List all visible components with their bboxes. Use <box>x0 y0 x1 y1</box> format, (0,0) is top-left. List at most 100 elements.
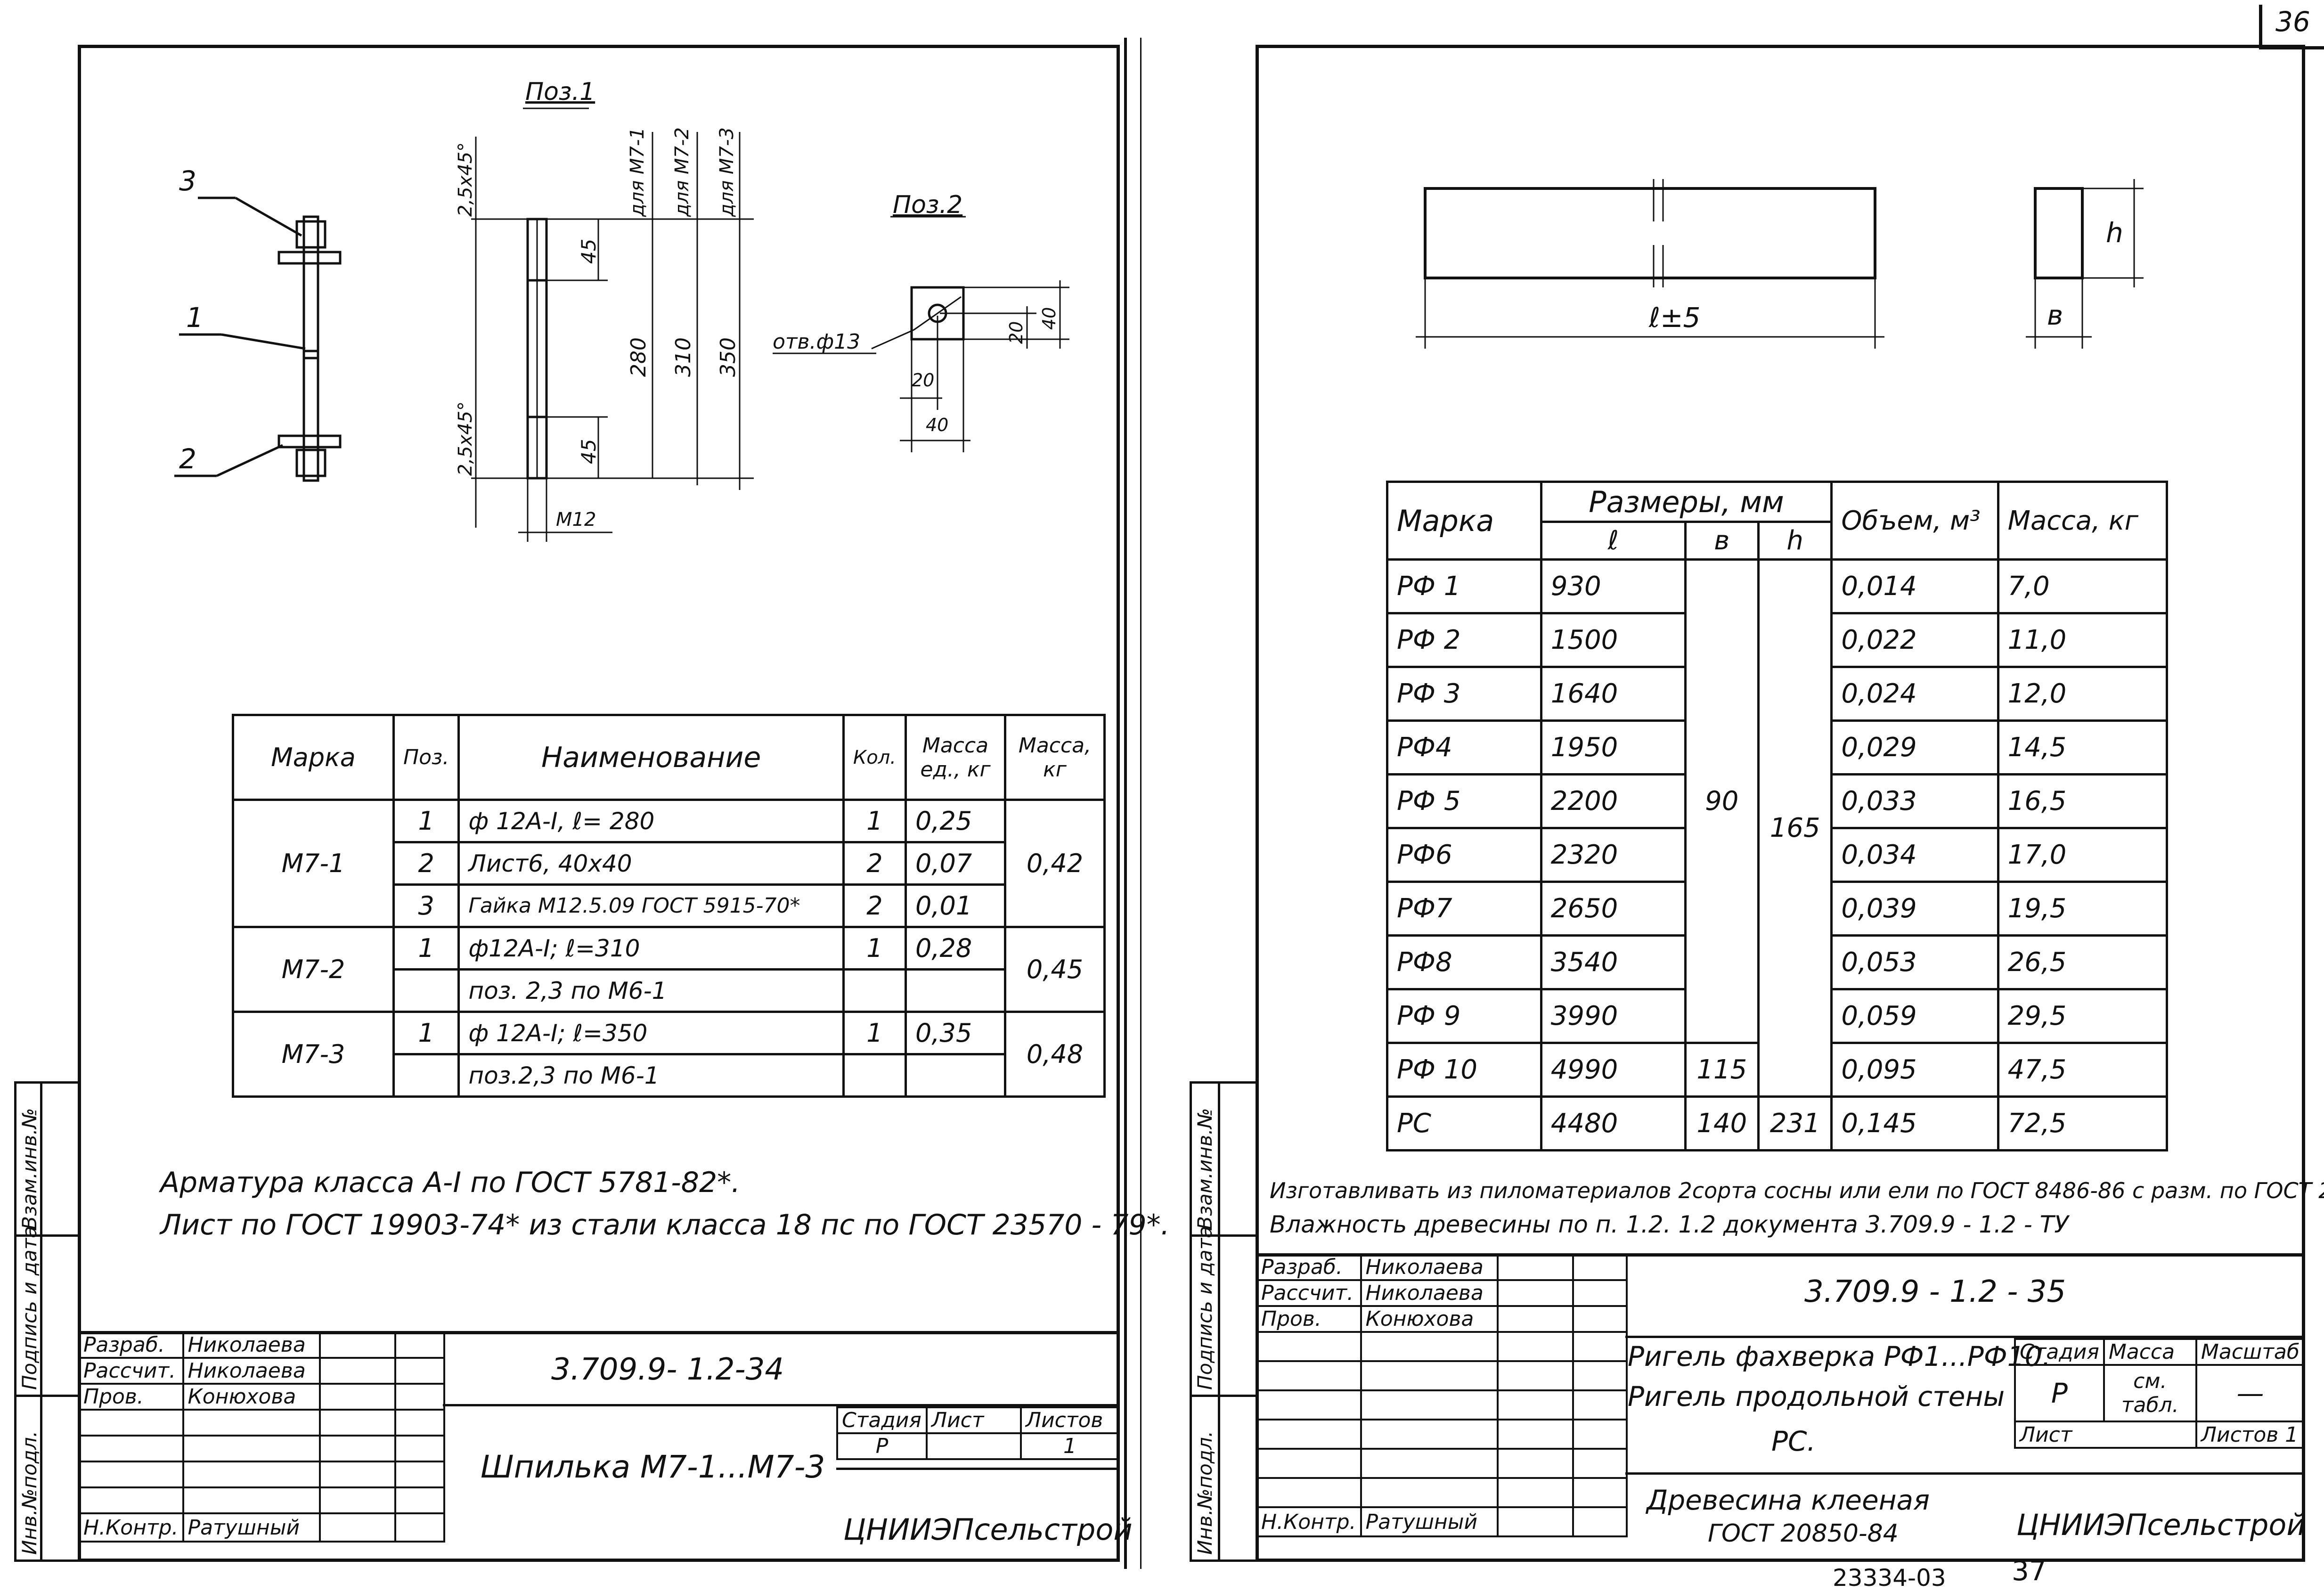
table-row: поз. 2,3 по М6-1 <box>233 968 1105 1013</box>
row-qty: 2 <box>842 883 907 928</box>
left-title-block <box>78 1331 1120 1562</box>
right-title-block <box>1256 1253 2305 1562</box>
row-qty: 2 <box>842 841 907 886</box>
stage-value: Р <box>836 1432 928 1460</box>
row-pos: 1 <box>392 1011 460 1055</box>
sheets-header: Листов 1 <box>2195 1421 2306 1449</box>
table-row: РФ 2 1500 0,022 11,0 <box>1386 612 2169 668</box>
tb-role: Разраб. <box>78 1331 184 1359</box>
row-mass: 29,5 <box>1997 988 2169 1044</box>
row-l: 1950 <box>1540 719 1687 776</box>
tb-role: Н.Контр. <box>78 1512 184 1543</box>
row-mark: РФ 9 <box>1386 988 1542 1044</box>
row-name: ф 12А-I; ℓ=350 <box>457 1011 845 1055</box>
binding-line-2 <box>1140 38 1142 1569</box>
col-b: в <box>1684 521 1760 561</box>
row-unit: 0,07 <box>905 841 1006 886</box>
left-spec-table: Марка Поз. Наименование Кол. Масса ед., … <box>232 714 1106 1098</box>
page-number-box <box>2259 5 2324 49</box>
row-mark: РФ4 <box>1386 719 1542 776</box>
row-vol: 0,024 <box>1830 666 1999 722</box>
left-note-1: Арматура класса А-I по ГОСТ 5781-82*. <box>160 1166 741 1199</box>
right-material-2: ГОСТ 20850-84 <box>1708 1519 1899 1548</box>
for-m7-2: для М7-2 <box>671 127 693 217</box>
row-mark: РФ6 <box>1386 827 1542 883</box>
right-title-roles: Разраб.Николаева Рассчит.Николаева Пров.… <box>1256 1253 1628 1537</box>
for-m7-1: для М7-1 <box>627 127 648 217</box>
right-side-label-vzam: Взам.инв.№ <box>1193 1108 1216 1230</box>
col-mark: Марка <box>1386 481 1542 561</box>
row-mark: РФ8 <box>1386 934 1542 990</box>
for-m7-3: для М7-3 <box>716 127 738 217</box>
pos1-label: Поз.1 <box>525 78 595 106</box>
footer-page: 37 <box>2012 1555 2047 1587</box>
tb-role: Рассчит. <box>1256 1279 1362 1307</box>
tb-name: Ратушный <box>1360 1506 1499 1537</box>
row-h: 231 <box>1757 1095 1833 1151</box>
stage-value: Р <box>2014 1364 2105 1422</box>
row-name: Гайка М12.5.09 ГОСТ 5915-70* <box>457 883 845 928</box>
row-mark: РФ 5 <box>1386 773 1542 829</box>
row-unit: 0,01 <box>905 883 1006 928</box>
row-l: 4990 <box>1540 1042 1687 1098</box>
row-l: 2650 <box>1540 881 1687 937</box>
row-unit <box>905 1053 1006 1098</box>
row-mark: М7-3 <box>232 1011 395 1098</box>
stage-header: Стадия <box>2014 1338 2105 1366</box>
tb-role: Н.Контр. <box>1256 1506 1362 1537</box>
right-title-1: Ригель фахверка РФ1...РФ10. <box>1628 1340 2051 1372</box>
dim-280: 280 <box>627 337 651 377</box>
row-mark: РФ 2 <box>1386 612 1542 668</box>
col-qty: Кол. <box>842 714 907 801</box>
col-l: ℓ <box>1540 521 1687 561</box>
binding-line <box>1124 38 1127 1569</box>
right-note-1: Изготавливать из пиломатериалов 2сорта с… <box>1270 1178 2324 1203</box>
row-vol: 0,039 <box>1830 881 1999 937</box>
row-pos: 1 <box>392 799 460 843</box>
left-side-strip <box>14 1081 78 1562</box>
right-side-divider <box>1218 1081 1220 1562</box>
page-number: 36 <box>2275 6 2310 38</box>
mass-value-2: табл. <box>2121 1393 2179 1417</box>
beam-b-label: в <box>2047 299 2063 331</box>
table-row: М7-2 1 ф12А-I; ℓ=310 1 0,28 0,45 <box>232 926 1106 1013</box>
beam-length-label: ℓ±5 <box>1649 302 1701 334</box>
col-mass: Масса, кг <box>1997 481 2169 561</box>
tb-name: Конюхова <box>1360 1305 1499 1333</box>
dim-40-v: 40 <box>1039 307 1060 330</box>
left-side-divider <box>40 1081 42 1562</box>
row-qty <box>842 968 907 1013</box>
row-b: 140 <box>1684 1095 1760 1151</box>
row-mass: 14,5 <box>1997 719 2169 776</box>
table-row: 3 Гайка М12.5.09 ГОСТ 5915-70* 2 0,01 <box>233 883 1105 928</box>
row-mass: 26,5 <box>1997 934 2169 990</box>
common-b: 90 <box>1684 558 1760 1044</box>
callout-1: 1 <box>186 302 204 334</box>
right-side-strip <box>1190 1081 1256 1562</box>
left-org: ЦНИИЭПсельстрой <box>843 1512 1133 1547</box>
row-vol: 0,034 <box>1830 827 1999 883</box>
right-side-label-sign: Подпись и дата <box>1193 1226 1216 1390</box>
table-row: РФ4 1950 0,029 14,5 <box>1386 719 2169 776</box>
row-mass: 11,0 <box>1997 612 2169 668</box>
col-mark: Марка <box>232 714 395 801</box>
table-row: РФ 3 1640 0,024 12,0 <box>1386 666 2169 722</box>
mass-header: Масса <box>2103 1338 2197 1366</box>
left-side-sep1 <box>14 1234 78 1237</box>
left-org-box <box>836 1468 1120 1470</box>
dim-20-h: 20 <box>912 370 935 391</box>
callout-2: 2 <box>179 443 196 475</box>
row-pos <box>392 1053 460 1098</box>
row-mass: 47,5 <box>1997 1042 2169 1098</box>
left-tb-split <box>443 1331 1120 1406</box>
dim-40-h: 40 <box>926 415 949 435</box>
tb-role: Рассчит. <box>78 1357 184 1385</box>
table-row: РФ6 2320 0,034 17,0 <box>1386 827 2169 883</box>
row-mark: РС <box>1386 1095 1542 1151</box>
row-mass: 16,5 <box>1997 773 2169 829</box>
left-side-label-sign: Подпись и дата <box>18 1226 41 1390</box>
col-pos: Поз. <box>392 714 460 801</box>
